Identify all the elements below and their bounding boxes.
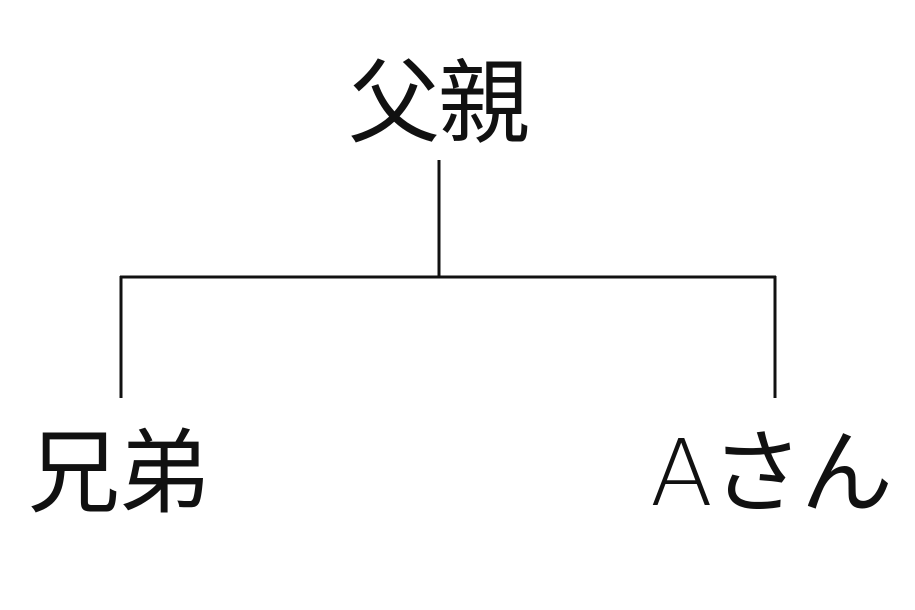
parent-node-label: 父親 (348, 50, 530, 157)
self-node-label: Aさん (650, 420, 893, 527)
sibling-node-label: 兄弟 (28, 420, 210, 527)
